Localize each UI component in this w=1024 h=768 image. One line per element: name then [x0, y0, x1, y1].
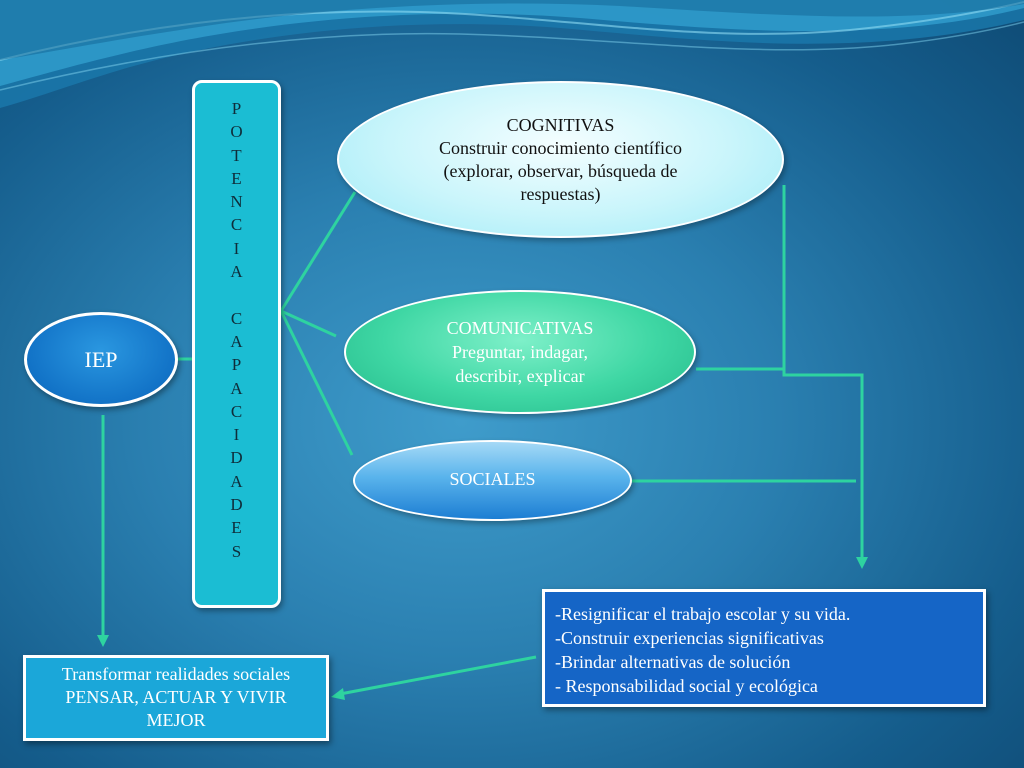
results-line: -Construir experiencias significativas: [555, 628, 824, 648]
transform-line: PENSAR, ACTUAR Y VIVIR: [65, 687, 287, 707]
cognitivas-line: respuestas): [520, 183, 601, 204]
vertical-letter: I: [233, 425, 240, 445]
vertical-letter: A: [230, 262, 243, 282]
vertical-letter: C: [230, 401, 243, 421]
vertical-letter: D: [230, 448, 243, 468]
results-line: - Responsabilidad social y ecológica: [555, 676, 818, 696]
vertical-letter: P: [231, 99, 242, 118]
results-line: -Resignificar el trabajo escolar y su vi…: [555, 604, 851, 624]
cognitivas-title: COGNITIVAS: [506, 114, 615, 135]
comunicativas-line: describir, explicar: [455, 366, 585, 386]
vertical-letter: O: [230, 122, 243, 142]
vertical-letter: C: [230, 215, 243, 235]
cognitivas-ellipse: COGNITIVAS Construir conocimiento cientí…: [337, 81, 784, 238]
comunicativas-title: COMUNICATIVAS: [446, 318, 594, 338]
vertical-letter: D: [230, 495, 243, 515]
vertical-letter: P: [231, 355, 242, 375]
vertical-letter: I: [233, 238, 240, 258]
vertical-letter: A: [230, 378, 243, 398]
vertical-letter: A: [230, 331, 243, 351]
vertical-letter: C: [230, 308, 243, 328]
vertical-letter: [195, 283, 278, 306]
sociales-title: SOCIALES: [449, 469, 536, 489]
transform-line: Transformar realidades sociales: [61, 664, 291, 684]
iep-ellipse: IEP: [24, 312, 178, 407]
vertical-letter: T: [231, 145, 242, 165]
vertical-letter: A: [230, 471, 243, 491]
sociales-ellipse: SOCIALES: [353, 440, 632, 521]
cognitivas-line: Construir conocimiento científico: [439, 137, 682, 158]
cognitivas-line: (explorar, observar, búsqueda de: [443, 160, 678, 181]
comunicativas-ellipse: COMUNICATIVAS Preguntar, indagar, descri…: [344, 290, 696, 414]
results-box: -Resignificar el trabajo escolar y su vi…: [542, 589, 986, 707]
vertical-letter: E: [231, 518, 242, 538]
vertical-letter: S: [231, 541, 242, 561]
results-line: -Brindar alternativas de solución: [555, 652, 791, 672]
vertical-letter: E: [231, 168, 242, 188]
comunicativas-line: Preguntar, indagar,: [451, 342, 588, 362]
iep-label: IEP: [84, 346, 118, 372]
transform-box: Transformar realidades sociales PENSAR, …: [23, 655, 329, 741]
transform-line: MEJOR: [146, 710, 206, 730]
vertical-letter: N: [230, 192, 243, 212]
